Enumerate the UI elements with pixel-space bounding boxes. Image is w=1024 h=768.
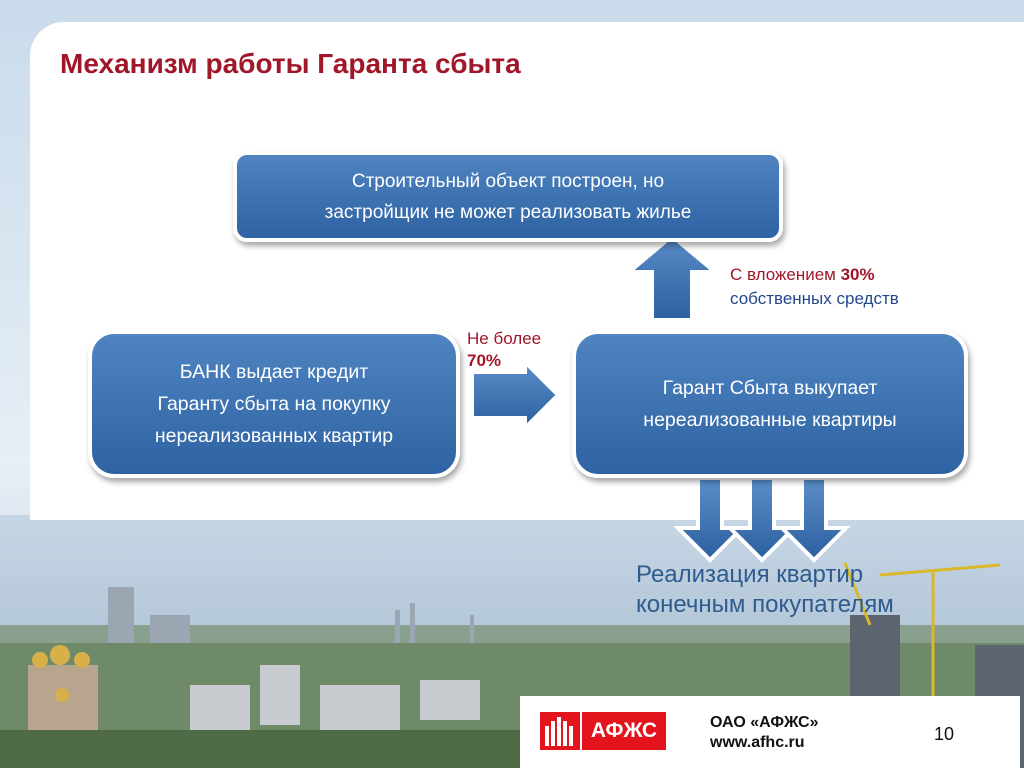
credit-limit-line1: Не более — [467, 329, 542, 348]
box-bank-credit: БАНК выдает кредит Гаранту сбыта на поку… — [88, 330, 460, 478]
up-arrow — [623, 233, 721, 322]
down-arrow-1 — [673, 476, 747, 563]
page-number: 10 — [934, 724, 955, 744]
down-arrow-3 — [777, 476, 851, 563]
company-logo: АФЖС — [540, 712, 666, 750]
credit-limit-percent: 70% — [467, 351, 502, 370]
box-guarantor-text: Гарант Сбыта выкупает нереализованные кв… — [643, 377, 897, 431]
box-developer-cannot-sell: Строительный объект построен, но застрой… — [233, 151, 783, 242]
box-guarantor-buys: Гарант Сбыта выкупает нереализованные кв… — [572, 330, 968, 478]
company-website[interactable]: www.afhc.ru — [710, 734, 805, 751]
logo-text: АФЖС — [582, 712, 666, 750]
city-skyline-photo — [0, 515, 1024, 768]
sale-to-buyers-label: Реализация квартир конечным покупателям — [636, 561, 894, 618]
slide-title: Механизм работы Гаранта сбыта — [60, 48, 521, 79]
building-logo-icon — [540, 712, 580, 750]
investment-percent: 30% — [840, 265, 875, 284]
investment-label-prefix: С вложением — [730, 265, 841, 284]
down-arrow-2 — [725, 476, 799, 563]
box-bank-text: БАНК выдает кредит Гаранту сбыта на поку… — [154, 361, 394, 447]
company-name: ОАО «АФЖС» — [710, 714, 819, 731]
investment-label: С вложением 30% собственных средств — [730, 263, 899, 311]
box-developer-text: Строительный объект построен, но застрой… — [324, 170, 692, 223]
company-info: ОАО «АФЖС» www.afhc.ru — [710, 713, 819, 753]
investment-label-line2: собственных средств — [730, 289, 899, 308]
credit-limit-label: Не более 70% — [467, 328, 541, 372]
right-arrow — [470, 357, 561, 433]
